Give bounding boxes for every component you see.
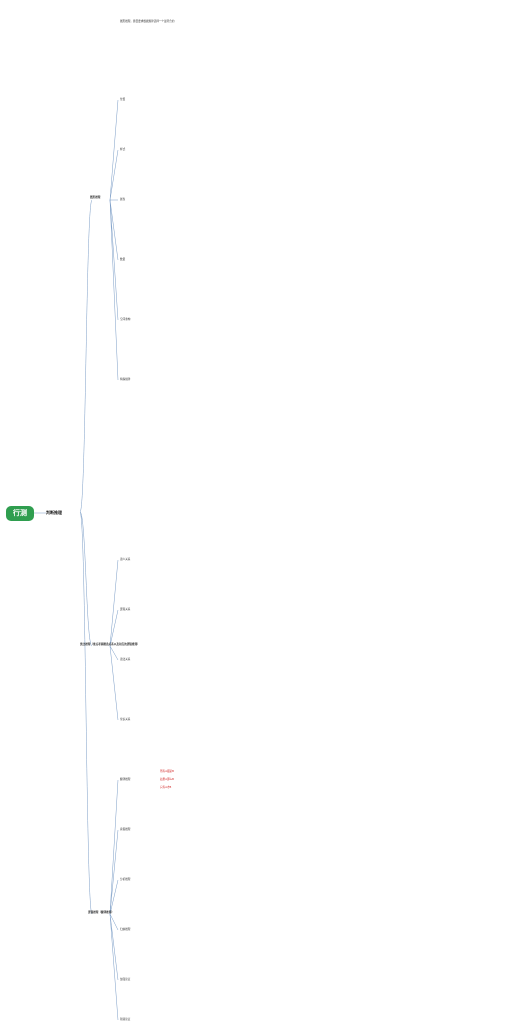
logic-translation: 翻译推理	[120, 778, 131, 781]
logic-red-2: 如果A那么B	[160, 778, 174, 781]
logic-analysis: 分析推理	[120, 878, 131, 881]
logic-red-3: 只有A才B	[160, 786, 172, 789]
analogy-grammar: 语法关系	[120, 658, 131, 661]
graphic-spatial: 空间重构	[120, 318, 131, 321]
logic-strengthen: 加强论证	[120, 978, 131, 981]
logic-truth: 真假推理	[120, 828, 131, 831]
logic-weaken: 削弱论证	[120, 1018, 131, 1021]
graphic-top-note: 图形推理，题目要求根据规律选择一个最符合的	[120, 20, 175, 23]
analogy-semantic: 语义关系	[120, 558, 131, 561]
graphic-attribute: 属性	[120, 198, 126, 201]
branch-analogy: 类比推理（重点考察概念关系以及对应的逻辑推理）	[80, 643, 140, 646]
branch-graphic-reasoning: 图形推理	[90, 196, 101, 199]
graphic-position: 位置	[120, 98, 126, 101]
graphic-quantity: 数量	[120, 258, 126, 261]
graphic-special: 特殊规律	[120, 378, 131, 381]
branch-logic: 逻辑推理（翻译推理）	[88, 911, 114, 914]
graphic-style: 样式	[120, 148, 126, 151]
logic-induction: 归纳推理	[120, 928, 131, 931]
root-node: 行测	[6, 506, 34, 521]
analogy-common: 常识关系	[120, 718, 131, 721]
analogy-logical: 逻辑关系	[120, 608, 131, 611]
level1-node: 判断推理	[46, 510, 62, 515]
logic-red-1: 所有A都是B	[160, 770, 174, 773]
